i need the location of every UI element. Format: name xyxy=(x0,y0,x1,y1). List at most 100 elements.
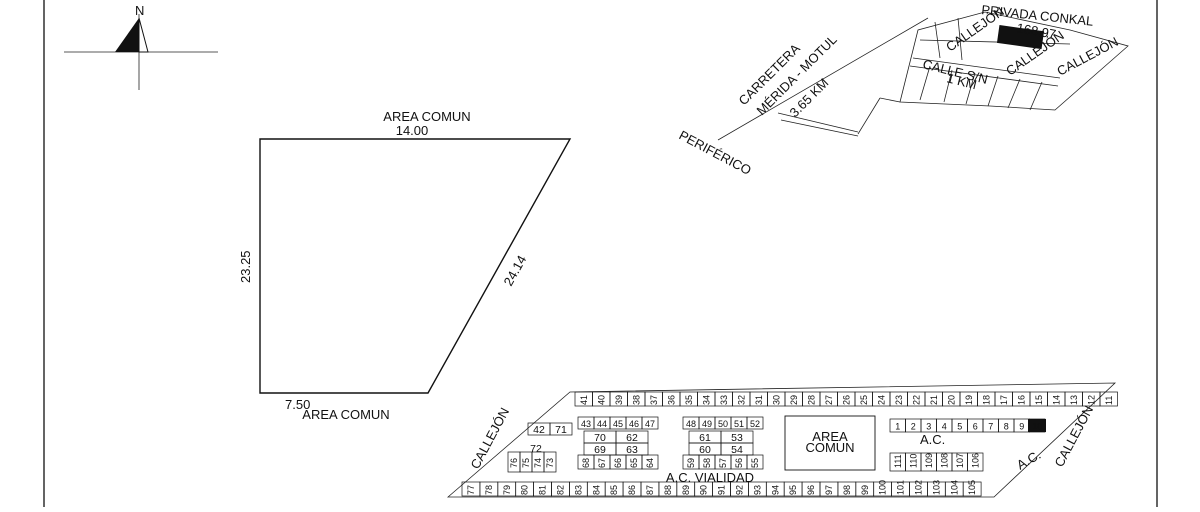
top-row-lot: 18 xyxy=(977,391,996,407)
block-a-top-number: 46 xyxy=(629,419,639,429)
top-row-number: 38 xyxy=(631,395,641,405)
block-b-top-lot: 49 xyxy=(698,416,716,430)
block-b-mid-number: 60 xyxy=(699,444,711,456)
right-top-lot: 3 xyxy=(920,418,937,433)
right-bottom-lot: 108 xyxy=(936,452,953,472)
right-top-lot: 2 xyxy=(905,418,922,433)
lot-drawing: AREA COMUN 14.00 7.50 AREA COMUN 23.25 2… xyxy=(238,109,572,422)
north-arrow: N xyxy=(64,3,218,90)
right-top-number: 3 xyxy=(926,422,931,432)
bottom-row-number: 103 xyxy=(931,480,941,495)
calle-line-b xyxy=(909,65,1059,87)
top-row-number: 25 xyxy=(859,395,869,405)
top-row-number: 12 xyxy=(1086,395,1096,405)
bottom-row-number: 100 xyxy=(878,480,888,495)
block-a-mid-number: 69 xyxy=(594,444,606,456)
subdivision-plan: AREA COMUN A.C. VIALIDAD A.C. A.C. CALLE… xyxy=(446,382,1118,498)
block-b-bottom-cell xyxy=(746,454,764,470)
bottom-row-number: 78 xyxy=(484,485,494,495)
top-row-number: 24 xyxy=(876,395,886,405)
top-row-lot: 36 xyxy=(662,391,681,407)
top-row-lot: 13 xyxy=(1064,391,1083,407)
block-b-top-lot: 50 xyxy=(714,416,732,430)
top-row-lot: 20 xyxy=(942,391,961,407)
block-a-bottom-number: 64 xyxy=(645,458,655,468)
top-row-number: 27 xyxy=(824,395,834,405)
block-b-top-lot: 52 xyxy=(746,416,764,430)
top-row-lot: 23 xyxy=(889,391,908,407)
development-outline xyxy=(899,11,1129,111)
top-row-lot: 11 xyxy=(1099,391,1118,407)
bottom-row-number: 91 xyxy=(717,485,727,495)
block-a-mid-number: 63 xyxy=(626,444,638,456)
top-row-lot: 12 xyxy=(1082,391,1101,407)
top-row-number: 19 xyxy=(964,395,974,405)
lot-div-2 xyxy=(943,69,953,103)
bottom-row-number: 98 xyxy=(842,485,852,495)
left-pair-number: 71 xyxy=(555,424,567,436)
periferico-label: PERIFÉRICO xyxy=(677,127,754,178)
block-b-top-number: 50 xyxy=(718,419,728,429)
block-b-bottom-number: 57 xyxy=(718,458,728,468)
block-a-bottom-lot: 65 xyxy=(625,454,643,470)
block-a-bottom-number: 65 xyxy=(629,458,639,468)
calle-line-a xyxy=(912,57,1061,79)
right-top-number: 7 xyxy=(988,422,993,432)
top-div-2 xyxy=(957,17,963,61)
lot-right-dimension: 24.14 xyxy=(501,253,530,289)
vialidad-label: A.C. VIALIDAD xyxy=(666,470,754,485)
top-row-number: 33 xyxy=(719,395,729,405)
top-row-number: 11 xyxy=(1104,396,1114,405)
area-comun-label-2: COMUN xyxy=(805,440,854,455)
bottom-row-number: 101 xyxy=(896,480,906,495)
lot-div-3 xyxy=(965,72,976,105)
right-top-number: 4 xyxy=(942,422,947,432)
block-a-top-number: 45 xyxy=(613,419,623,429)
calle-distance-label: 1 KM xyxy=(945,70,978,92)
right-bottom-number: 108 xyxy=(939,453,949,468)
block-b-bottom-lot: 57 xyxy=(714,454,732,470)
right-bottom-number: 107 xyxy=(955,453,965,468)
block-a-bottom-cell xyxy=(641,454,659,470)
bottom-row-lot: 100 xyxy=(873,480,892,497)
right-top-number: 10 xyxy=(1032,422,1042,432)
top-row-lot: 27 xyxy=(819,391,838,407)
lot-outline xyxy=(259,138,572,394)
block-b-top-number: 49 xyxy=(702,419,712,429)
inner-line xyxy=(919,39,1071,45)
right-top-lot: 9 xyxy=(1013,418,1030,433)
bottom-row-lot: 78 xyxy=(479,481,499,497)
periferico-line-a xyxy=(777,112,859,133)
bottom-row-lot: 101 xyxy=(891,480,910,497)
right-bottom-number: 110 xyxy=(908,454,918,468)
block-a-bottom-lot: 67 xyxy=(593,454,611,470)
bottom-row-number: 97 xyxy=(824,485,834,495)
top-row-lot: 21 xyxy=(924,391,943,407)
top-row-number: 13 xyxy=(1069,395,1079,405)
top-row-number: 22 xyxy=(911,395,921,405)
bottom-row-lot: 104 xyxy=(944,480,964,497)
right-top-number: 8 xyxy=(1004,422,1009,432)
top-row-lot: 24 xyxy=(872,391,891,407)
left-col-lot: 74 xyxy=(531,451,545,473)
bottom-row-number: 83 xyxy=(573,485,583,495)
right-top-lot: 10 xyxy=(1029,418,1046,433)
block-a-mid-number: 70 xyxy=(594,432,606,444)
top-row-lot: 40 xyxy=(592,391,611,407)
bottom-row-cell xyxy=(962,481,982,497)
bottom-row-number: 102 xyxy=(913,480,923,495)
block-a-top-number: 43 xyxy=(581,419,591,429)
bottom-row-number: 84 xyxy=(591,485,601,495)
block-a-bottom-number: 67 xyxy=(597,458,607,468)
lot-div-5 xyxy=(1007,78,1021,109)
block-b-bottom-number: 56 xyxy=(734,458,744,468)
right-top-number: 1 xyxy=(895,422,900,432)
location-map: PRIVADA CONKAL 168.97 CARRETERA MÉRIDA -… xyxy=(677,2,1129,178)
block-a-mid-cell xyxy=(615,442,649,456)
top-row-lot: 29 xyxy=(784,391,803,407)
link-line-2 xyxy=(879,97,901,103)
top-row-number: 41 xyxy=(579,395,589,405)
bottom-row-number: 81 xyxy=(538,485,548,495)
bottom-row-number: 80 xyxy=(520,485,530,495)
top-row-lot: 17 xyxy=(994,391,1013,407)
